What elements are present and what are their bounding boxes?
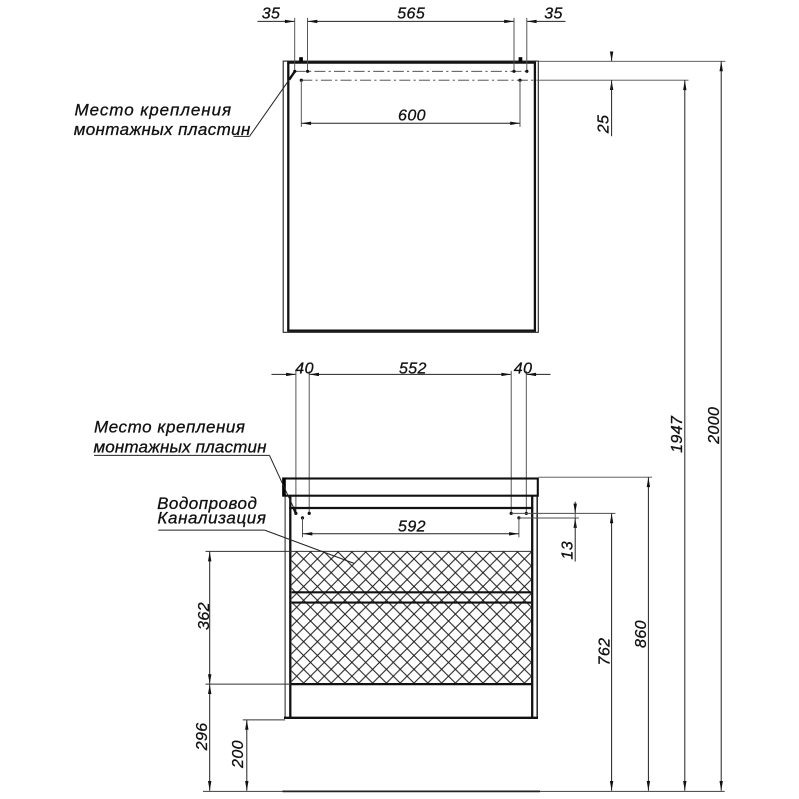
svg-text:25: 25 <box>596 115 613 135</box>
svg-text:13: 13 <box>560 541 577 560</box>
svg-text:860: 860 <box>633 620 650 648</box>
svg-text:565: 565 <box>397 5 425 22</box>
svg-text:296: 296 <box>194 722 211 751</box>
svg-text:40: 40 <box>295 361 314 378</box>
svg-text:1947: 1947 <box>669 415 686 453</box>
svg-text:362: 362 <box>196 602 213 630</box>
svg-text:Водопровод: Водопровод <box>157 494 257 513</box>
svg-text:592: 592 <box>398 519 426 536</box>
svg-text:762: 762 <box>597 638 614 666</box>
svg-text:Место крепления: Место крепления <box>75 101 233 120</box>
svg-text:монтажных пластин: монтажных пластин <box>94 437 268 456</box>
svg-text:552: 552 <box>399 361 427 378</box>
svg-text:35: 35 <box>544 5 563 22</box>
svg-text:Место крепления: Место крепления <box>94 418 246 437</box>
svg-text:200: 200 <box>230 740 247 769</box>
svg-text:Канализация: Канализация <box>157 509 266 528</box>
svg-text:монтажных пластин: монтажных пластин <box>74 120 251 139</box>
svg-text:600: 600 <box>398 107 426 124</box>
svg-text:40: 40 <box>514 360 533 377</box>
svg-text:2000: 2000 <box>706 407 723 445</box>
svg-text:35: 35 <box>262 6 281 23</box>
